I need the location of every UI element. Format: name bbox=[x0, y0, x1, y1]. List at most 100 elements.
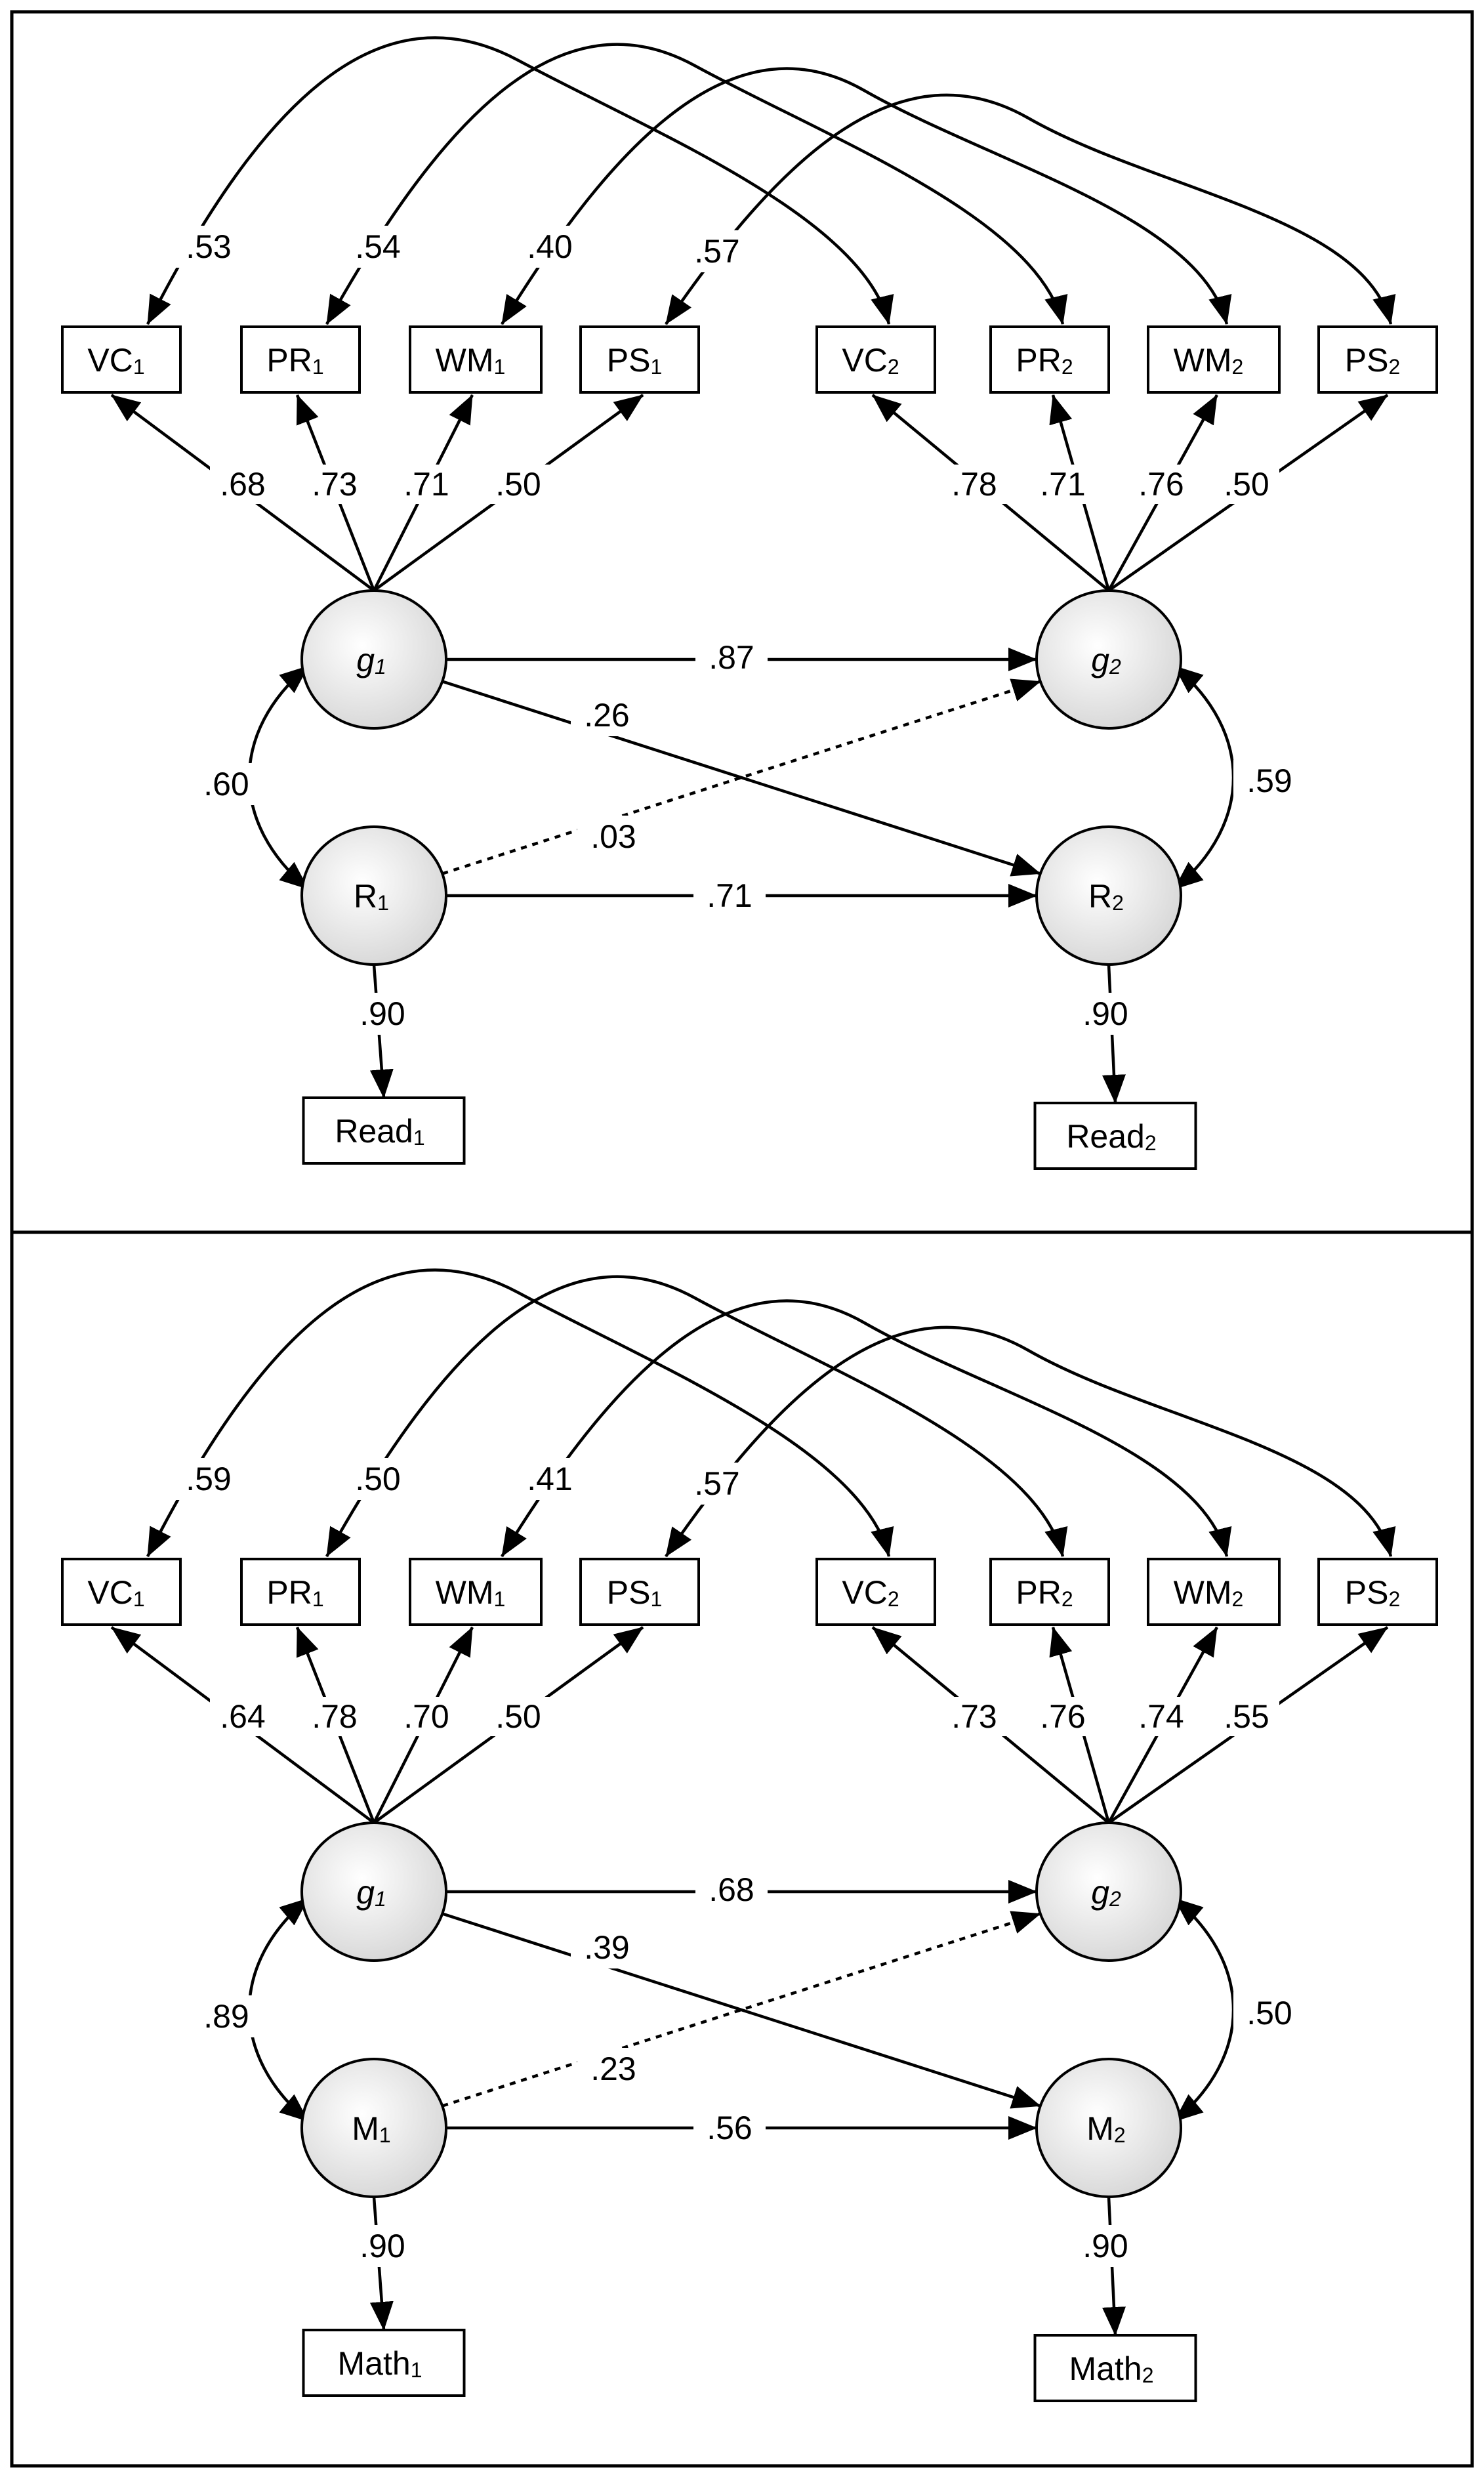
outcome-box bbox=[1033, 1102, 1197, 1170]
latent-g1: g1 bbox=[300, 589, 447, 730]
indicator-label-sub: 2 bbox=[1388, 1587, 1400, 1611]
indicator-label-base: WM bbox=[436, 1574, 494, 1611]
path-value-A1_g2: .23 bbox=[590, 2050, 636, 2087]
outcome-label-sub: 2 bbox=[1145, 1131, 1157, 1155]
latent-label-base: M bbox=[1086, 2110, 1114, 2147]
loading-value-PR1: .78 bbox=[312, 1698, 358, 1735]
path-value-cov_t1: .60 bbox=[203, 766, 249, 802]
latent-label: M1 bbox=[352, 2110, 390, 2147]
indicator-PS1: PS1 bbox=[579, 325, 700, 394]
latent-label-base: g bbox=[356, 1874, 375, 1911]
outcome-label-sub: 1 bbox=[411, 2358, 423, 2382]
latent-ellipse bbox=[1035, 1821, 1182, 1962]
indicator-label: VC1 bbox=[87, 342, 144, 379]
indicator-VC1: VC1 bbox=[61, 325, 182, 394]
path-label-bg bbox=[346, 993, 419, 1035]
loading-value-VC1: .64 bbox=[220, 1698, 266, 1735]
indicator-VC2: VC2 bbox=[815, 325, 936, 394]
indicator-box bbox=[989, 1558, 1110, 1626]
loading-value-VC1: .68 bbox=[220, 466, 266, 503]
latent-label-sub: 1 bbox=[375, 1887, 386, 1911]
loading-value-PS1: .50 bbox=[495, 1698, 541, 1735]
outcome-label-sub: 1 bbox=[413, 1126, 425, 1150]
path-label-bg bbox=[577, 816, 649, 858]
path-label-bg bbox=[577, 2048, 649, 2090]
path-value-g1_A2: .26 bbox=[584, 697, 630, 734]
indicator-label: PS1 bbox=[607, 1574, 663, 1611]
latent-label-base: M bbox=[352, 2110, 379, 2147]
latent-label-sub: 2 bbox=[1109, 1887, 1121, 1911]
latent-ellipse bbox=[1035, 2058, 1182, 2198]
outcome-O2: Read2 bbox=[1033, 1102, 1197, 1170]
indicator-label-base: WM bbox=[1174, 342, 1232, 379]
indicator-label-base: PS bbox=[1345, 342, 1389, 379]
latent-g2: g2 bbox=[1035, 589, 1182, 730]
indicator-box bbox=[1147, 325, 1281, 394]
outcome-label-base: Math bbox=[338, 2345, 411, 2382]
residual-cov-label-bg bbox=[681, 230, 753, 272]
loading-label-bg bbox=[1214, 465, 1279, 504]
path-value-A1_A2: .71 bbox=[707, 877, 752, 914]
loading-value-PR1: .73 bbox=[312, 466, 358, 503]
outcome-box bbox=[302, 1096, 466, 1165]
residual-cov-arc-3 bbox=[501, 1299, 1232, 1558]
indicator-label-sub: 2 bbox=[1061, 1587, 1073, 1611]
latent-ellipse bbox=[1035, 589, 1182, 730]
indicator-label-base: PR bbox=[1016, 342, 1061, 379]
loading-label-bg bbox=[302, 1697, 367, 1736]
latent-g1: g1 bbox=[300, 1821, 447, 1962]
indicator-label-sub: 2 bbox=[1232, 1587, 1244, 1611]
indicator-label-sub: 1 bbox=[133, 1587, 145, 1611]
latent-ellipse bbox=[300, 1821, 447, 1962]
latent-label-sub: 2 bbox=[1109, 655, 1121, 678]
indicator-PS2: PS2 bbox=[1317, 325, 1438, 394]
latent-label-sub: 2 bbox=[1114, 2123, 1126, 2147]
path-label-bg bbox=[695, 1869, 768, 1911]
indicator-WM1: WM1 bbox=[409, 325, 543, 394]
path-value-A2_O2: .90 bbox=[1082, 2228, 1128, 2264]
outcome-O1: Read1 bbox=[302, 1096, 466, 1165]
indicator-label: VC1 bbox=[87, 1574, 144, 1611]
residual-cov-arc-1 bbox=[146, 1268, 894, 1558]
path-label-bg bbox=[1069, 2225, 1142, 2267]
indicator-VC2: VC2 bbox=[815, 1558, 936, 1626]
loading-label-bg bbox=[1128, 465, 1194, 504]
residual-cov-arc-1 bbox=[146, 36, 894, 325]
latent-A2: R2 bbox=[1035, 825, 1182, 966]
path-label-bg bbox=[695, 636, 768, 678]
loading-value-VC2: .73 bbox=[951, 1698, 997, 1735]
indicator-VC1: VC1 bbox=[61, 1558, 182, 1626]
indicator-label-base: VC bbox=[842, 342, 887, 379]
loading-value-PS2: .50 bbox=[1224, 466, 1269, 503]
latent-label-sub: 1 bbox=[377, 891, 389, 915]
latent-label-sub: 2 bbox=[1112, 891, 1124, 915]
loading-value-WM1: .70 bbox=[403, 1698, 449, 1735]
latent-label: M2 bbox=[1086, 2110, 1125, 2147]
path-achievement1-g2 bbox=[442, 1911, 1041, 2108]
latent-label-base: R bbox=[1088, 878, 1112, 915]
path-label-bg bbox=[693, 875, 766, 917]
path-value-g1_A2: .39 bbox=[584, 1929, 630, 1966]
indicator-label-base: PR bbox=[266, 1574, 312, 1611]
path-value-A1_g2: .03 bbox=[590, 818, 636, 855]
loading-label-bg bbox=[941, 1697, 1007, 1736]
residual-cov-arc-4 bbox=[665, 93, 1396, 325]
loading-label-bg bbox=[1030, 1697, 1096, 1736]
loading-value-PS2: .55 bbox=[1224, 1698, 1269, 1735]
outcome-label-base: Read bbox=[335, 1113, 413, 1150]
indicator-label-sub: 2 bbox=[1232, 355, 1244, 379]
residual-cov-value-3: .41 bbox=[527, 1461, 573, 1497]
latent-A1: R1 bbox=[300, 825, 447, 966]
indicator-label-sub: 1 bbox=[650, 355, 662, 379]
indicator-label: PR1 bbox=[266, 1574, 323, 1611]
path-label-bg bbox=[346, 2225, 419, 2267]
loading-label-bg bbox=[210, 465, 276, 504]
path-label-bg bbox=[1233, 760, 1306, 802]
loading-label-bg bbox=[302, 465, 367, 504]
loading-value-PR2: .71 bbox=[1040, 466, 1086, 503]
path-value-A1_O1: .90 bbox=[360, 995, 405, 1032]
indicator-box bbox=[1147, 1558, 1281, 1626]
latent-label: R2 bbox=[1088, 878, 1124, 915]
